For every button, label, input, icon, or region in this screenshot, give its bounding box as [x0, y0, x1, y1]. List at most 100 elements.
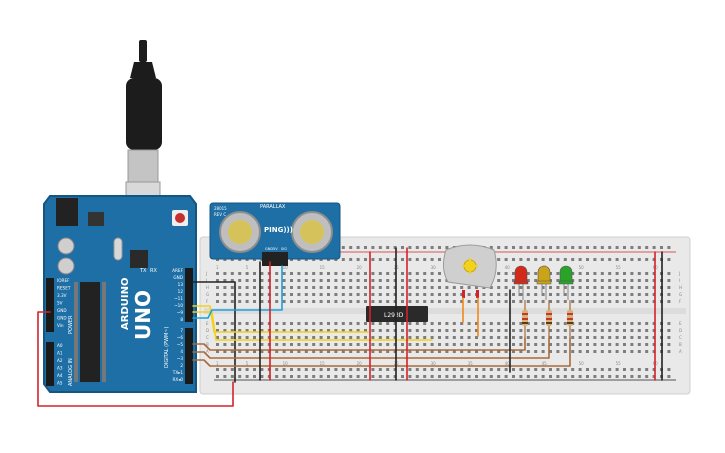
row-letter: A — [206, 349, 209, 354]
reset-button-cap[interactable] — [175, 213, 185, 223]
power-pin-label: RESET — [57, 286, 71, 291]
column-number: 5 — [246, 361, 249, 366]
column-number: 1 — [216, 265, 219, 270]
led-2[interactable] — [536, 265, 552, 300]
resistor-2[interactable] — [546, 300, 552, 338]
digital-pin-label: 8 — [180, 317, 183, 322]
digital-pin-label: GND — [173, 275, 183, 280]
digital-pin-label: 12 — [178, 289, 184, 294]
led-3[interactable] — [558, 265, 574, 300]
row-letter: H — [679, 285, 682, 290]
power-vertical-label: POWER — [68, 315, 74, 334]
digital-header-top[interactable] — [185, 268, 193, 322]
wire-red-5v[interactable] — [37, 311, 234, 407]
row-letter: E — [206, 321, 209, 326]
row-letter: C — [206, 335, 209, 340]
analog-header[interactable] — [46, 342, 54, 386]
row-letter: J — [205, 271, 207, 276]
digital-pin-label: RX◂0 — [172, 377, 183, 382]
digital-pin-label: 7 — [180, 328, 183, 333]
analog-pin-label: A5 — [57, 381, 63, 386]
column-number: 15 — [320, 265, 326, 270]
l293d-chip[interactable]: L293D — [366, 306, 428, 322]
dc-motor-icon[interactable] — [442, 244, 497, 298]
analog-pin-label: A4 — [57, 373, 63, 378]
chip-socket-right — [102, 282, 106, 382]
digital-pin-label: TX▸1 — [172, 370, 184, 375]
power-pin-label: GND — [57, 308, 67, 313]
led-group[interactable] — [513, 265, 574, 300]
atmega-chip — [80, 282, 100, 382]
analog-vertical-label: ANALOG IN — [68, 358, 74, 386]
wires[interactable] — [37, 247, 663, 407]
wire-blue-sig[interactable] — [192, 265, 283, 319]
chip-label: L293D — [384, 312, 404, 319]
column-number: 45 — [542, 361, 548, 366]
resistor-1[interactable] — [522, 300, 528, 338]
column-number: 5 — [246, 265, 249, 270]
wire-yellow-1[interactable] — [192, 305, 369, 333]
column-number: 30 — [431, 265, 437, 270]
arduino-brand-label: ARDUINO — [120, 278, 131, 330]
column-number: 30 — [431, 361, 437, 366]
column-number: 1 — [216, 361, 219, 366]
column-number: 10 — [283, 265, 289, 270]
wire-brown-2[interactable] — [192, 337, 550, 359]
power-pin-label: 5V — [57, 301, 63, 306]
power-pin-label: GND — [57, 316, 67, 321]
row-letter: B — [206, 342, 209, 347]
sensor-receiver-mesh — [300, 220, 324, 244]
usb-chip — [130, 250, 148, 268]
digital-vertical-label: DIGITAL (PWM~) — [164, 326, 170, 368]
column-number: 55 — [616, 265, 622, 270]
sensor-name: PING))) — [264, 226, 293, 234]
column-number: 55 — [616, 361, 622, 366]
wire-brown-1[interactable] — [192, 337, 526, 351]
power-header[interactable] — [46, 278, 54, 332]
analog-pin-label: A3 — [57, 366, 63, 371]
sensor-pin-header — [262, 252, 288, 266]
wire-brown-3[interactable] — [192, 337, 571, 367]
sensor-pin-label: 5V — [273, 247, 278, 251]
row-letter: G — [679, 292, 682, 297]
column-number: 50 — [579, 361, 585, 366]
digital-pin-label: ~3 — [177, 356, 184, 361]
capacitor-1 — [57, 237, 75, 255]
arduino-model-label: UNO — [131, 290, 155, 340]
digital-pin-label: ~5 — [177, 342, 184, 347]
row-letter: I — [679, 278, 680, 283]
sensor-transmitter-mesh — [228, 220, 252, 244]
arduino-uno-board[interactable]: ARDUINO UNO TX RX DIGITAL (PWM~) POWER A… — [43, 195, 197, 393]
power-pin-label: 3.3V — [57, 293, 67, 298]
sensor-rev: REV C — [214, 212, 226, 217]
row-letter: C — [679, 335, 682, 340]
wire-black-gnd[interactable] — [192, 281, 236, 383]
usb-plug-icon — [125, 40, 162, 217]
digital-header-bottom[interactable] — [185, 328, 193, 384]
analog-pin-label: A0 — [57, 343, 63, 348]
column-number: 50 — [579, 265, 585, 270]
chip-socket-left — [74, 282, 78, 382]
row-letter: G — [206, 292, 209, 297]
capacitor-2 — [57, 257, 75, 275]
digital-pin-label: ~10 — [174, 303, 183, 308]
digital-pin-label: 13 — [178, 282, 184, 287]
digital-pin-label: AREF — [172, 268, 183, 273]
resistor-group[interactable] — [522, 300, 573, 338]
sensor-pin-label: GND — [265, 247, 273, 251]
digital-pin-label: ~6 — [177, 335, 184, 340]
row-letter: H — [206, 285, 209, 290]
column-number: 40 — [505, 265, 511, 270]
row-letter: F — [679, 299, 682, 304]
column-number: 10 — [283, 361, 289, 366]
led-1[interactable] — [513, 265, 529, 300]
resistor-3[interactable] — [567, 300, 573, 338]
wire-yellow-2[interactable] — [192, 311, 433, 341]
row-letter: E — [679, 321, 682, 326]
row-letter: F — [206, 299, 209, 304]
row-letter: D — [206, 328, 209, 333]
